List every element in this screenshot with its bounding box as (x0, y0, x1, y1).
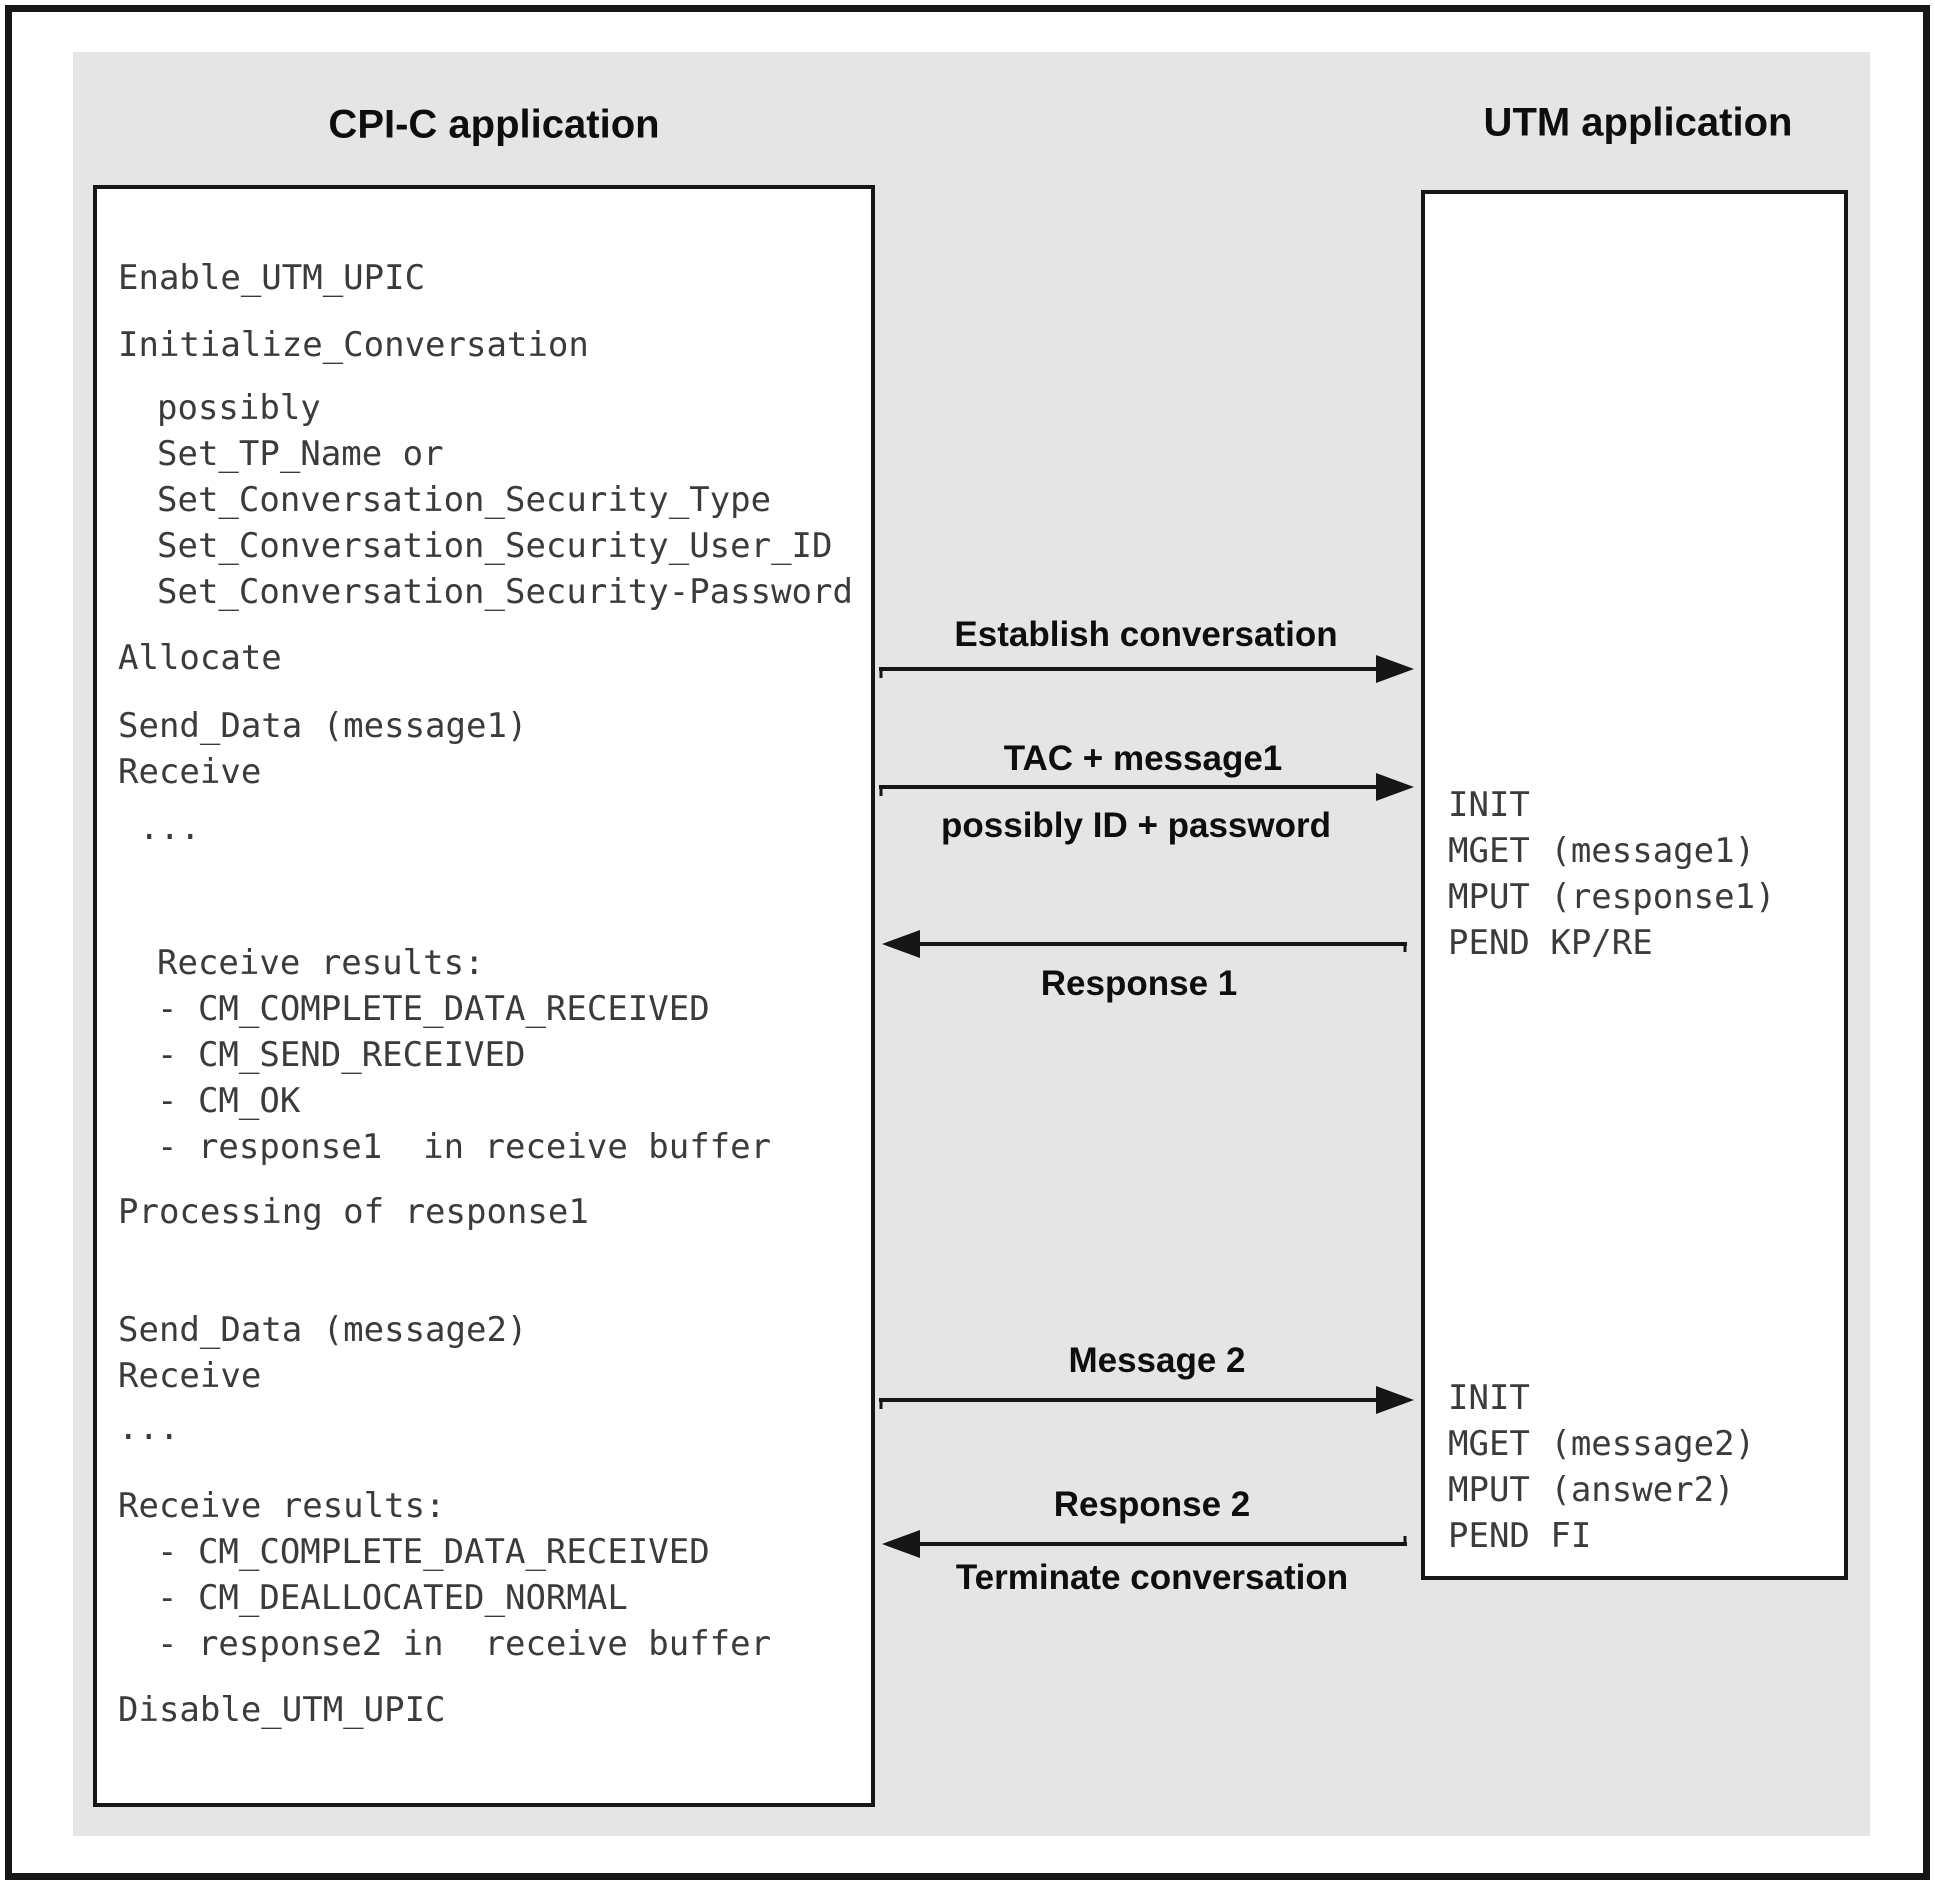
code-line: MPUT (response1) (1448, 877, 1776, 917)
utm-application-box: INIT MGET (message1) MPUT (response1) PEND … (1421, 190, 1848, 1580)
message2-label: Message 2 (1068, 1341, 1246, 1380)
code-line: Set_Conversation_Security_User_ID (157, 526, 833, 566)
code-line: Send_Data (message2) (118, 1310, 528, 1350)
code-line: Enable_UTM_UPIC (118, 258, 426, 298)
code-line: - CM_OK (157, 1081, 301, 1121)
code-line: PEND FI (1448, 1516, 1592, 1556)
code-line: Set_TP_Name or (157, 434, 444, 474)
code-line: INIT (1448, 785, 1530, 825)
terminate-conversation-label: Terminate conversation (955, 1558, 1349, 1597)
cpic-application-title: CPI-C application (328, 102, 660, 147)
code-line: Receive (118, 1356, 262, 1396)
code-line: possibly (157, 388, 321, 428)
utm-call-group-2: INIT MGET (message2) MPUT (answer2) PEND FI (1425, 1375, 1844, 1559)
code-line: Disable_UTM_UPIC (118, 1690, 446, 1730)
code-line: Send_Data (message1) (118, 706, 528, 746)
response1-label: Response 1 (1040, 964, 1238, 1003)
code-line: MGET (message1) (1448, 831, 1756, 871)
code-line: - response2 in receive buffer (157, 1624, 772, 1664)
establish-conversation-label: Establish conversation (954, 615, 1338, 654)
code-line: Allocate (118, 638, 282, 678)
utm-call-group-1: INIT MGET (message1) MPUT (response1) PEND … (1425, 194, 1844, 966)
code-line: MGET (message2) (1448, 1424, 1756, 1464)
code-line: INIT (1448, 1378, 1530, 1418)
outer-frame (5, 5, 1930, 1880)
tac-message1-label: TAC + message1 (1003, 739, 1283, 778)
code-line: Receive results: (118, 1486, 446, 1526)
code-line: - CM_DEALLOCATED_NORMAL (157, 1578, 628, 1618)
code-line: ... (139, 808, 201, 848)
code-line: Set_Conversation_Security-Password (157, 572, 853, 612)
code-line: ... (118, 1408, 180, 1448)
code-line: - response1 in receive buffer (157, 1127, 772, 1167)
utm-application-title: UTM application (1483, 100, 1793, 145)
code-line: PEND KP/RE (1448, 923, 1653, 963)
code-line: Set_Conversation_Security_Type (157, 480, 772, 520)
code-line: - CM_COMPLETE_DATA_RECEIVED (157, 1532, 710, 1572)
code-line: - CM_SEND_RECEIVED (157, 1035, 526, 1075)
code-line: MPUT (answer2) (1448, 1470, 1735, 1510)
code-line: Processing of response1 (118, 1192, 589, 1232)
code-line: Receive results: (157, 943, 485, 983)
possibly-id-password-label: possibly ID + password (941, 806, 1331, 845)
code-line: Receive (118, 752, 262, 792)
code-line: Initialize_Conversation (118, 325, 589, 365)
response2-label: Response 2 (1053, 1485, 1251, 1524)
code-line: - CM_COMPLETE_DATA_RECEIVED (157, 989, 710, 1029)
